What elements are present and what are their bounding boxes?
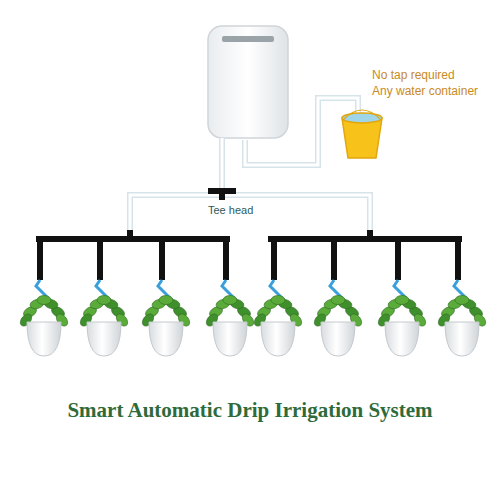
- flower-pot: [261, 322, 295, 356]
- flower-pot: [87, 322, 121, 356]
- pump-unit: [208, 26, 288, 138]
- drop-pipe: [97, 240, 103, 280]
- bucket-handle: [343, 110, 381, 120]
- note-label: Any water container: [372, 84, 478, 98]
- distribution-tube: [130, 195, 370, 235]
- leaf: [159, 296, 173, 305]
- leaf: [395, 296, 409, 305]
- right-manifold: [268, 236, 462, 242]
- water-bucket: [342, 118, 382, 158]
- drop-pipe: [159, 240, 165, 280]
- potted-plants: [18, 296, 488, 357]
- drop-pipe: [455, 240, 461, 280]
- drop-pipe: [331, 240, 337, 280]
- flower-pot: [149, 322, 183, 356]
- leaf: [97, 296, 111, 305]
- leaf: [37, 296, 51, 305]
- part-label: Tee head: [206, 204, 255, 216]
- flower-pot: [213, 322, 247, 356]
- drip-lines: [36, 240, 468, 300]
- note-label: No tap required: [372, 68, 455, 82]
- leaf: [455, 296, 469, 305]
- left-connector: [127, 230, 133, 240]
- drop-pipe: [37, 240, 43, 280]
- distribution-tube-core: [130, 195, 370, 235]
- flower-pot: [445, 322, 479, 356]
- caption-title: Smart Automatic Drip Irrigation System: [67, 398, 432, 423]
- flower-pot: [27, 322, 61, 356]
- flower-pot: [321, 322, 355, 356]
- flower-pot: [385, 322, 419, 356]
- drop-pipe: [223, 240, 229, 280]
- drop-pipe: [271, 240, 277, 280]
- pump-display: [222, 36, 274, 42]
- right-connector: [367, 230, 373, 240]
- tee-head-stem: [219, 188, 225, 200]
- leaf: [271, 296, 285, 305]
- leaf: [223, 296, 237, 305]
- outlet-tube-core: [221, 138, 224, 192]
- drop-pipe: [395, 240, 401, 280]
- bucket-water: [342, 113, 382, 123]
- leaf: [331, 296, 345, 305]
